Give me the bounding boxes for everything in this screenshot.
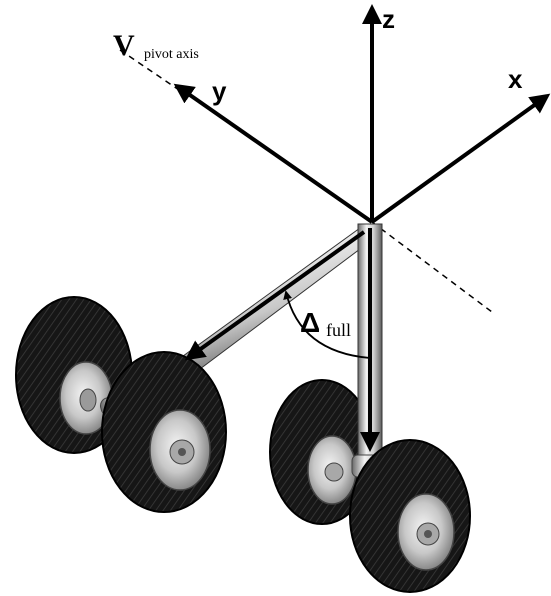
diagonal-strut-arrow: [184, 230, 366, 361]
pivot-axis-label-sub: pivot axis: [144, 47, 199, 62]
y-axis-arrow: [173, 83, 374, 224]
pivot-axis-dashed-lower: [371, 221, 493, 313]
y-axis-label: y: [212, 76, 227, 106]
wheel-front-left: [101, 351, 227, 513]
delta-label-main: Δ: [300, 307, 320, 338]
pivot-axis-label-main: V: [113, 29, 135, 62]
pivot-axis-dashed-upper: [119, 49, 183, 93]
z-axis-label: z: [382, 4, 395, 34]
x-axis-arrow: [370, 93, 551, 224]
x-axis-label: x: [508, 64, 523, 94]
wheel-front-right: [349, 439, 471, 593]
delta-label-sub: full: [326, 320, 351, 340]
delta-angle-arc: [283, 290, 371, 359]
